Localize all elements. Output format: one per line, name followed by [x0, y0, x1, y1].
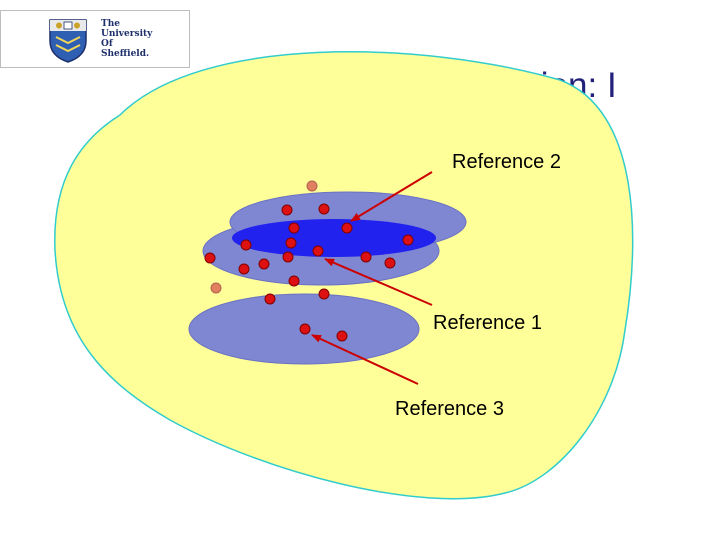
data-point [312, 245, 324, 257]
logo-line-1: The [101, 19, 120, 29]
outlier-point [210, 282, 222, 294]
group-overlap-highlight [232, 219, 436, 257]
university-wordmark: The University Of Sheffield. [101, 19, 152, 59]
reference-2-arrow [350, 171, 433, 222]
data-point [299, 323, 311, 335]
data-point [238, 263, 250, 275]
data-point [318, 203, 330, 215]
reference-1-arrow [324, 258, 433, 306]
data-point [336, 330, 348, 342]
reference-3-arrow [311, 334, 419, 385]
data-point [288, 222, 300, 234]
data-point [318, 288, 330, 300]
data-point [285, 237, 297, 249]
data-point [204, 252, 216, 264]
reference-1-label: Reference 1 [433, 312, 542, 334]
data-point [288, 275, 300, 287]
logo-line-4: Sheffield. [101, 49, 150, 59]
data-point [360, 251, 372, 263]
university-crest-icon [49, 19, 87, 63]
reference-2-label: Reference 2 [452, 151, 561, 173]
logo-line-3: Of [101, 39, 113, 49]
reference-3-label: Reference 3 [395, 398, 504, 420]
data-point [258, 258, 270, 270]
logo-line-2: University [101, 29, 153, 39]
data-point [282, 251, 294, 263]
data-point [281, 204, 293, 216]
data-point [384, 257, 396, 269]
outlier-point [306, 180, 318, 192]
data-point [341, 222, 353, 234]
data-point [264, 293, 276, 305]
data-point [240, 239, 252, 251]
university-logo: The University Of Sheffield. [0, 10, 190, 68]
data-point [402, 234, 414, 246]
